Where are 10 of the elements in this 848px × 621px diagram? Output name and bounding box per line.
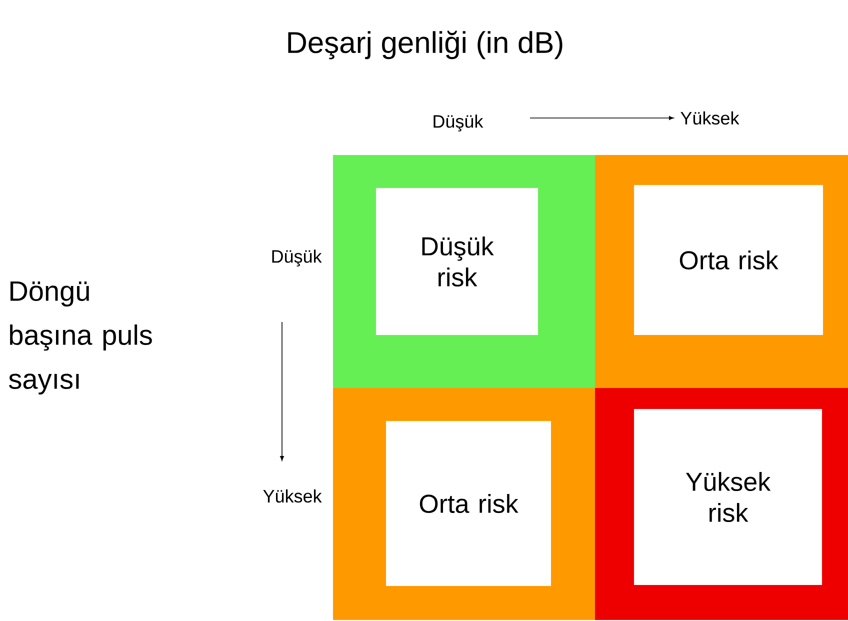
axis-label: Yüksek [680, 111, 740, 125]
title: Deşarj genliği (in dB) [288, 30, 562, 60]
risk-box: Orta risk [386, 421, 551, 586]
axis-label: Düşük [272, 250, 322, 266]
axis-title: Döngü başına puls sayısı [8, 281, 152, 395]
risk-box: Yüksek risk [634, 409, 822, 585]
risk-box: Düşük risk [376, 188, 538, 335]
risk-box: Orta risk [634, 185, 824, 335]
axis-label: Yüksek [263, 489, 322, 503]
axis-label: Düşük [434, 114, 484, 132]
